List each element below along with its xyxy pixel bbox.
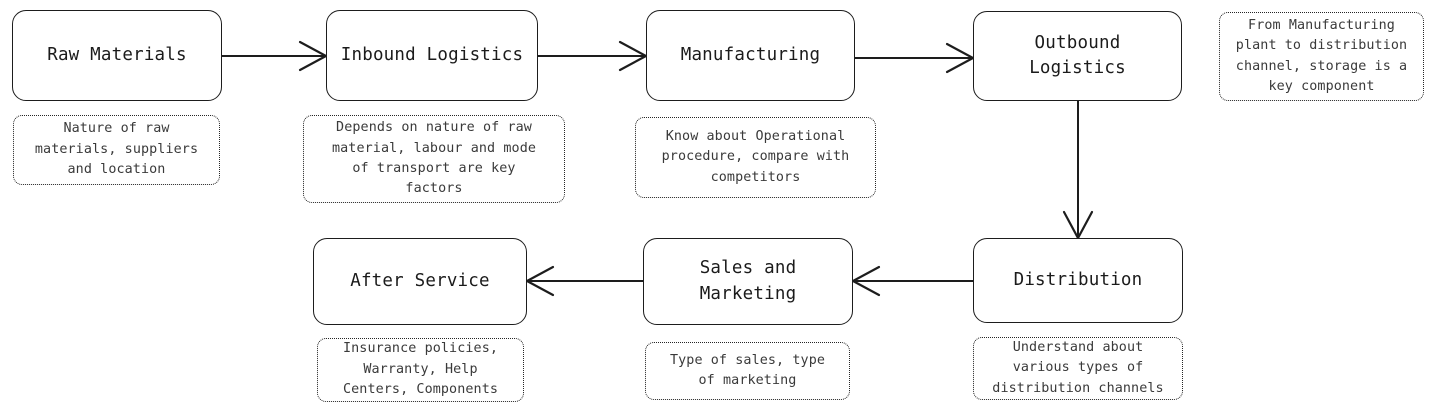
note-inbound-logistics: Depends on nature of raw material, labou… xyxy=(303,115,565,203)
node-label-outbound-logistics: Outbound Logistics xyxy=(1029,32,1126,78)
edge-sales-to-after-service xyxy=(524,265,643,297)
edge-outbound-to-distribution xyxy=(1062,101,1094,241)
node-sales-and-marketing[interactable]: Sales and Marketing xyxy=(643,238,853,325)
node-outbound-logistics[interactable]: Outbound Logistics xyxy=(973,11,1182,101)
node-label-manufacturing: Manufacturing xyxy=(680,44,821,65)
note-text-inbound-logistics: Depends on nature of raw material, labou… xyxy=(331,120,537,197)
edge-raw-to-inbound xyxy=(222,40,329,72)
note-text-outbound-logistics: From Manufacturing plant to distribution… xyxy=(1235,17,1408,94)
edge-distribution-to-sales xyxy=(850,265,973,297)
note-text-after-service: Insurance policies, Warranty, Help Cente… xyxy=(342,341,499,398)
note-sales-and-marketing: Type of sales, type of marketing xyxy=(645,342,850,400)
node-label-sales-and-marketing: Sales and Marketing xyxy=(699,258,797,304)
note-text-sales-and-marketing: Type of sales, type of marketing xyxy=(669,352,826,388)
note-manufacturing: Know about Operational procedure, compar… xyxy=(635,117,876,198)
note-text-raw-materials: Nature of raw materials, suppliers and l… xyxy=(34,121,199,178)
edge-manufacturing-to-outbound xyxy=(855,42,976,74)
node-label-distribution: Distribution xyxy=(1013,269,1143,290)
note-raw-materials: Nature of raw materials, suppliers and l… xyxy=(13,115,220,185)
node-inbound-logistics[interactable]: Inbound Logistics xyxy=(326,10,538,101)
note-distribution: Understand about various types of distri… xyxy=(973,337,1183,400)
note-text-distribution: Understand about various types of distri… xyxy=(992,339,1164,396)
node-after-service[interactable]: After Service xyxy=(313,238,527,325)
node-label-raw-materials: Raw Materials xyxy=(47,44,187,65)
node-label-after-service: After Service xyxy=(350,270,490,291)
edge-inbound-to-manufacturing xyxy=(538,40,649,72)
note-outbound-logistics: From Manufacturing plant to distribution… xyxy=(1219,12,1424,101)
node-label-inbound-logistics: Inbound Logistics xyxy=(340,44,524,65)
node-manufacturing[interactable]: Manufacturing xyxy=(646,10,855,101)
node-raw-materials[interactable]: Raw Materials xyxy=(12,10,222,101)
note-text-manufacturing: Know about Operational procedure, compar… xyxy=(661,128,850,185)
note-after-service: Insurance policies, Warranty, Help Cente… xyxy=(317,338,524,402)
node-distribution[interactable]: Distribution xyxy=(973,238,1183,323)
